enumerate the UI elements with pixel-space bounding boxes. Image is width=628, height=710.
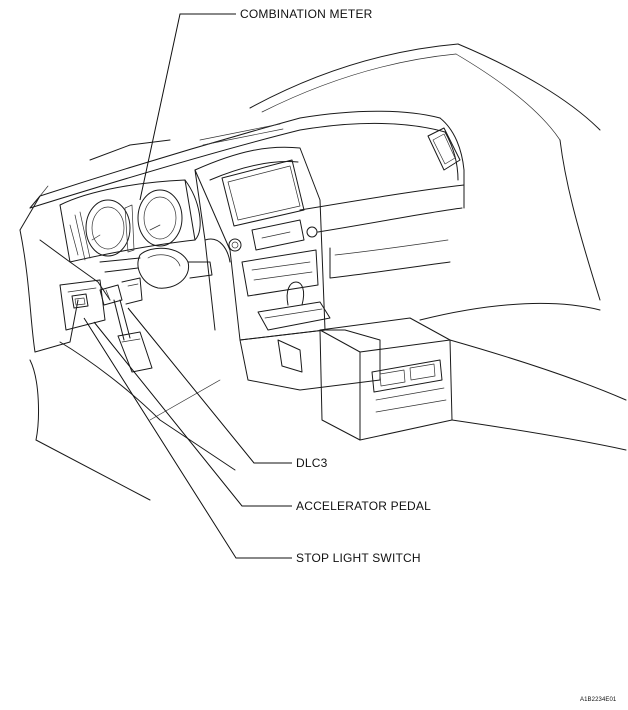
steering-column: [99, 247, 213, 289]
windshield-outline: [249, 43, 601, 301]
leader-combination-meter: [139, 13, 236, 201]
dlc3-label: DLC3: [296, 456, 328, 470]
figure-id: A1B2234E01: [580, 697, 617, 703]
leader-accelerator-pedal: [93, 321, 292, 507]
leader-lines: [83, 13, 292, 559]
combination-meter-label: COMBINATION METER: [240, 7, 373, 21]
floor-right: [419, 302, 627, 451]
combination-meter-graphic: [59, 179, 201, 263]
accelerator-pedal-label: ACCELERATOR PEDAL: [296, 499, 431, 513]
center-stack: [194, 146, 326, 341]
stop-light-switch-label: STOP LIGHT SWITCH: [296, 551, 421, 565]
leader-dlc3: [127, 307, 292, 464]
lower-dash: [19, 229, 236, 501]
center-console: [239, 281, 453, 441]
leader-stop-light-switch: [83, 317, 292, 559]
